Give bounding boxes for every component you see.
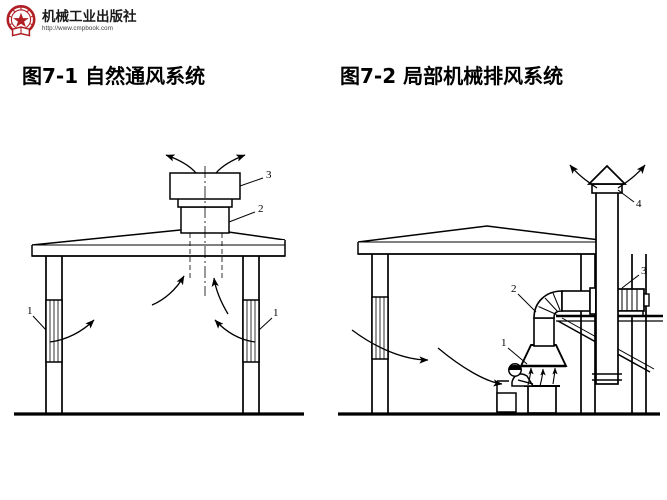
exhaust-hood	[519, 344, 568, 387]
rising-arrow-left	[151, 275, 185, 306]
exhaust-stack	[586, 164, 628, 385]
leader-2-right	[517, 293, 537, 313]
figure-title-7-2: 图7-2 局部机械排风系统	[340, 64, 564, 88]
leader-3	[239, 177, 264, 187]
leader-2	[228, 211, 256, 223]
stack-exhaust-arrow-right	[617, 164, 646, 189]
duct-elbow	[533, 290, 563, 319]
leader-4	[617, 189, 635, 203]
stack-exhaust-arrow-left	[569, 164, 598, 189]
publisher-name: 机械工业出版社	[42, 9, 137, 25]
column-left	[45, 256, 63, 414]
callout-3-left: 3	[266, 169, 272, 181]
callout-4-right: 4	[636, 198, 642, 210]
duct-assembly	[533, 287, 597, 347]
leader-1-fig2	[507, 347, 528, 365]
callout-3-right: 3	[641, 265, 647, 277]
inlet-arrow-fig2	[351, 329, 429, 364]
callout-1-fig2: 1	[501, 337, 507, 349]
callout-2-left: 2	[258, 203, 264, 215]
callout-1-right: 1	[273, 307, 279, 319]
callout-2-right: 2	[511, 283, 517, 295]
figure-7-2-drawing: 4 3 2 1	[338, 164, 663, 416]
room-flow-arrow	[437, 347, 503, 387]
figure-7-1-drawing: 3 2 1 1	[14, 154, 304, 416]
exhaust-arrow-right	[215, 154, 246, 174]
publisher-text-block: 机械工业出版社 http://www.cmpbook.com	[42, 10, 137, 32]
stack-cap	[586, 164, 628, 185]
inlet-arrow-left	[49, 319, 95, 343]
inlet-arrow-right	[214, 319, 256, 343]
callout-1-left: 1	[27, 305, 33, 317]
worker-at-bench	[496, 363, 560, 414]
publisher-url: http://www.cmpbook.com	[42, 24, 113, 32]
figure-title-7-1: 图7-1 自然通风系统	[22, 64, 206, 88]
exhaust-arrow-left	[165, 154, 197, 174]
leader-1-left	[32, 315, 47, 331]
rising-arrow-right	[211, 277, 229, 315]
roof-left	[31, 227, 286, 257]
leader-1-right	[258, 317, 273, 331]
star-emblem-icon	[4, 4, 38, 38]
publisher-logo-bar: 机械工业出版社 http://www.cmpbook.com	[4, 2, 204, 40]
column-right	[242, 256, 260, 414]
column-right-fig2-left	[371, 254, 389, 414]
roof-right	[357, 225, 617, 255]
leader-3-right	[621, 274, 640, 289]
roof-ventilator	[169, 166, 241, 296]
